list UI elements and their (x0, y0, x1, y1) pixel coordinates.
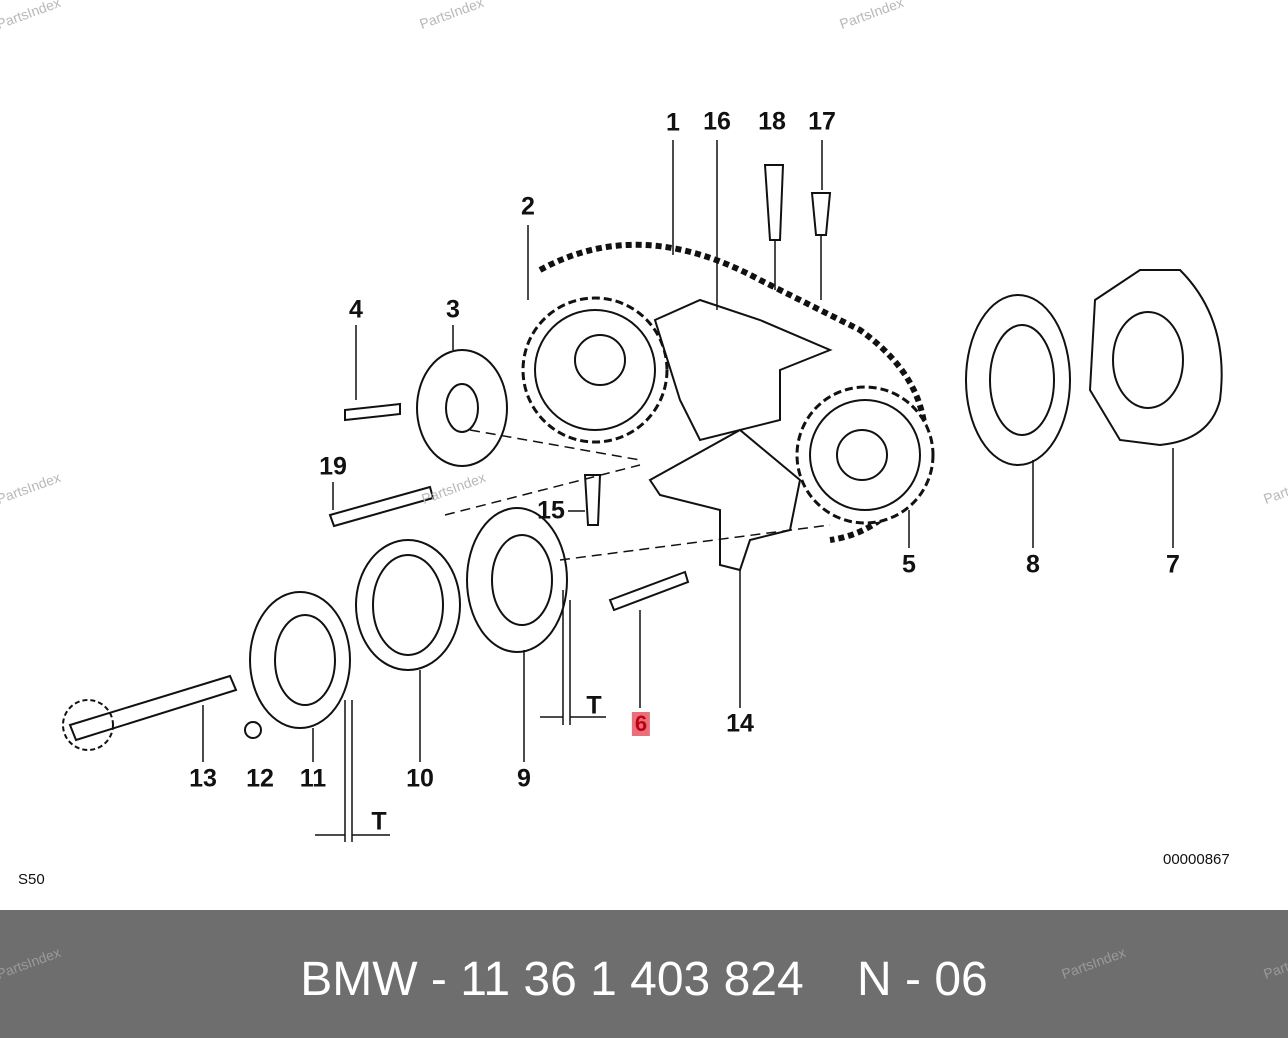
nut-12 (244, 721, 262, 739)
bolt-19 (328, 485, 435, 528)
callout-5[interactable]: 5 (902, 550, 916, 579)
part-number-title: BMW - 11 36 1 403 824 N - 06 (300, 953, 988, 1006)
chain-tensioner (653, 298, 833, 442)
washer-9 (466, 507, 568, 653)
camshaft-sprocket (521, 296, 669, 444)
exploded-parts-diagram (62, 140, 1223, 842)
callout-7[interactable]: 7 (1166, 550, 1180, 579)
washer-8 (965, 294, 1071, 466)
callout-13[interactable]: 13 (189, 764, 217, 793)
tolerance-label-t: T (586, 691, 602, 720)
bolt-4 (344, 402, 401, 422)
model-code: S50 (18, 871, 45, 888)
stud-6 (608, 570, 690, 612)
callout-9[interactable]: 9 (517, 764, 531, 793)
watermark: PartsIndex (1059, 944, 1128, 982)
callout-3[interactable]: 3 (446, 295, 460, 324)
diagram-number: 00000867 (1163, 851, 1230, 868)
callout-12[interactable]: 12 (246, 764, 274, 793)
callout-10[interactable]: 10 (406, 764, 434, 793)
washer-3 (416, 349, 508, 467)
callout-2[interactable]: 2 (521, 192, 535, 221)
callout-4[interactable]: 4 (349, 295, 363, 324)
footer-bar: BMW - 11 36 1 403 824 N - 06 PartsIndex … (0, 910, 1288, 1038)
bolt-15 (583, 474, 602, 526)
watermark: PartsIndex (1261, 944, 1288, 982)
watermark: PartsIndex (0, 944, 63, 982)
callout-16[interactable]: 16 (703, 107, 731, 136)
bolt-17 (810, 192, 832, 236)
bolt-18 (763, 164, 785, 241)
washer-10 (355, 539, 461, 671)
callout-15[interactable]: 15 (537, 496, 565, 525)
shaft-13 (68, 674, 238, 742)
crank-sprocket (795, 385, 935, 525)
callout-19[interactable]: 19 (319, 452, 347, 481)
callout-14[interactable]: 14 (726, 709, 754, 738)
cover-7 (1088, 269, 1223, 447)
chain-guide (648, 428, 802, 572)
callout-18[interactable]: 18 (758, 107, 786, 136)
callout-1[interactable]: 1 (666, 108, 680, 137)
callout-11[interactable]: 11 (299, 764, 327, 793)
callout-17[interactable]: 17 (808, 107, 836, 136)
tolerance-label-t: T (371, 807, 387, 836)
callout-6-highlighted[interactable]: 6 (631, 712, 651, 736)
callout-8[interactable]: 8 (1026, 550, 1040, 579)
